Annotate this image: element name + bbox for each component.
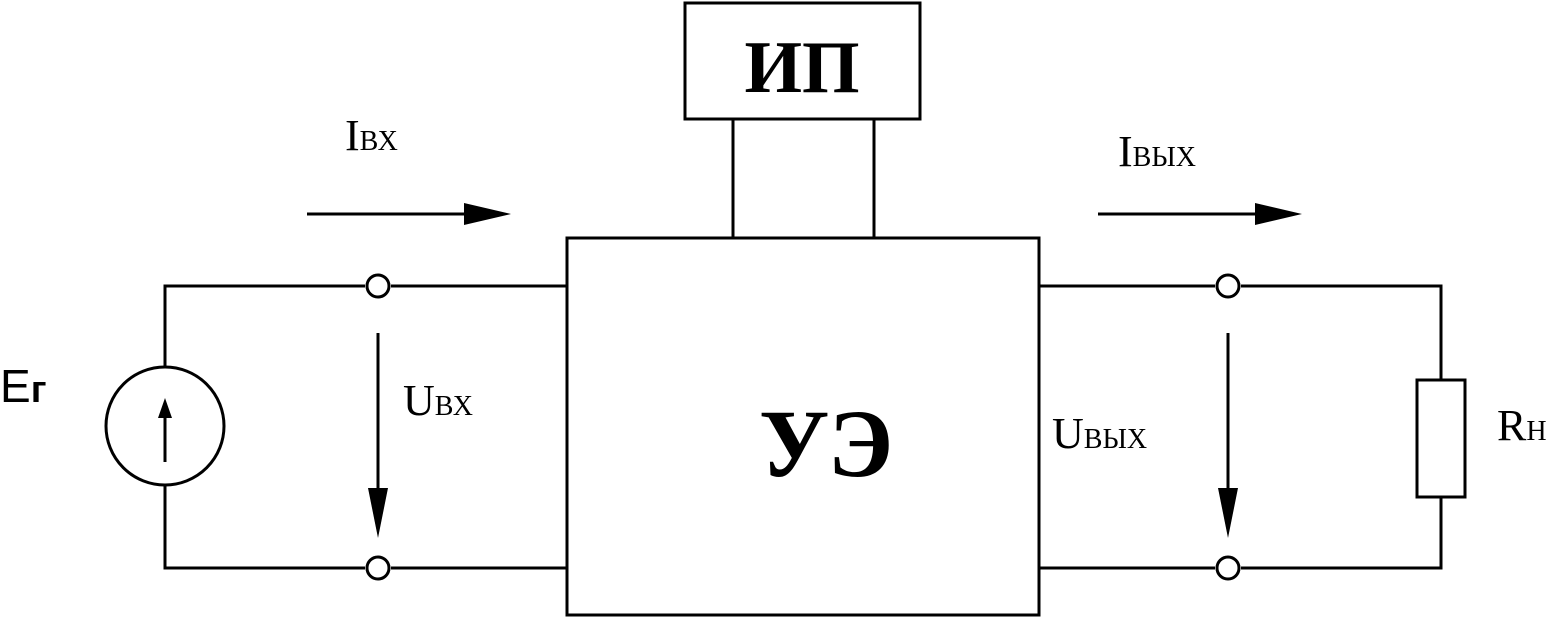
power-supply-box: [683, 1, 922, 121]
amplifier-box: [565, 236, 1041, 617]
input-current-label: IВХ: [345, 111, 398, 160]
load-resistance-label: RН: [1497, 401, 1547, 450]
output-current-label: IВЫХ: [1118, 127, 1196, 176]
input-top-wire: [163, 284, 365, 366]
source-arrow-head: [158, 398, 172, 418]
input-voltage-label: UВХ: [403, 376, 473, 425]
amplifier-label: УЭ: [759, 390, 893, 497]
load-resistor-symbol: [1415, 378, 1467, 499]
input-voltage-arrow-head: [368, 488, 388, 538]
output-bottom-wire: [1241, 497, 1443, 570]
output-terminal-bottom: [1215, 555, 1241, 581]
output-terminal-top: [1215, 273, 1241, 299]
input-current-arrow-head: [464, 203, 511, 225]
input-bottom-wire: [163, 486, 365, 570]
input-terminal-bottom: [365, 555, 391, 581]
source-emf-label: Eг: [0, 360, 47, 412]
output-top-wire: [1241, 284, 1443, 380]
voltage-source-symbol: [104, 365, 226, 487]
output-current-arrow-head: [1255, 203, 1302, 225]
output-voltage-arrow-head: [1218, 488, 1238, 538]
output-voltage-label: UВЫХ: [1052, 409, 1147, 458]
power-supply-label: ИП: [744, 27, 859, 109]
input-terminal-top: [365, 273, 391, 299]
